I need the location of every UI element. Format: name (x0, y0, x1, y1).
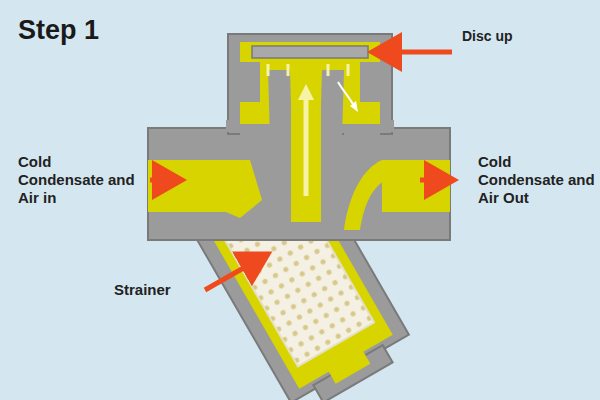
outlet-label: Cold Condensate and Air Out (478, 153, 596, 207)
strainer-label: Strainer (114, 281, 204, 299)
inlet-label: Cold Condensate and Air in (18, 153, 136, 207)
step-title: Step 1 (18, 14, 99, 46)
disc-label: Disc up (462, 28, 582, 45)
